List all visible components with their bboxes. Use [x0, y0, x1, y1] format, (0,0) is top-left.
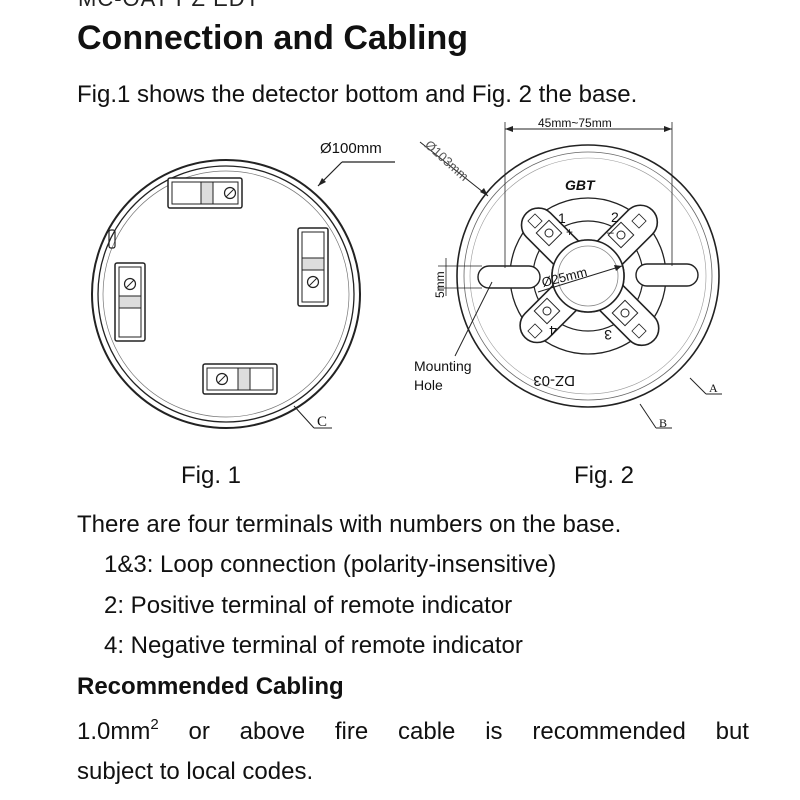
cabling-word: 1.0mm2 — [77, 716, 159, 745]
fig2-mounting-hole-line2: Hole — [414, 377, 443, 393]
cabling-word: but — [715, 718, 749, 745]
cabling-word: or — [188, 718, 210, 745]
terminal-item: 4: Negative terminal of remote indicator — [104, 632, 523, 659]
superscript-2: 2 — [150, 716, 159, 733]
fig2-plus-sign: + — [566, 225, 573, 239]
cabling-word: cable — [398, 718, 456, 745]
cabling-word: recommended — [532, 718, 686, 745]
fig2-outer-diameter-label: Ø103mm — [422, 137, 472, 184]
cabling-line-1: 1.0mm2 or above fire cable is recommende… — [77, 712, 749, 752]
fig2-terminal-2: 2 — [611, 209, 619, 225]
fig2-callout-b: B — [659, 416, 667, 430]
terminal-item: 2: Positive terminal of remote indicator — [104, 592, 513, 619]
fig1-clip-right — [297, 227, 329, 307]
fig2-terminal-4: 4 — [549, 323, 557, 339]
fig2-callout-a: A — [709, 381, 718, 395]
figures-illustration: Ø100mm C — [91, 116, 722, 430]
fig2-caption: Fig. 2 — [574, 462, 635, 489]
fig1-clip-left — [114, 262, 146, 342]
cabling-word: above — [239, 718, 306, 745]
cut-off-header: MC-OAT PZ EDT — [78, 0, 260, 12]
terminal-item: 1&3: Loop connection (polarity-insensiti… — [104, 551, 557, 578]
fig2-width-label: 45mm~75mm — [538, 116, 612, 130]
fig2-slot-label: 5mm — [433, 271, 447, 298]
fig1-caption: Fig. 1 — [181, 462, 242, 489]
cabling-heading: Recommended Cabling — [77, 673, 344, 700]
intro-text: Fig.1 shows the detector bottom and Fig.… — [77, 81, 638, 108]
fig2-model-label: DZ-03 — [533, 372, 575, 389]
fig2-minus-sign: – — [607, 225, 614, 239]
fig2-terminal-1: 1 — [558, 210, 566, 226]
fig2-base — [419, 122, 722, 429]
cabling-word: fire — [334, 718, 369, 745]
fig1-detector-bottom — [91, 159, 395, 429]
page-title: Connection and Cabling — [77, 19, 468, 57]
cabling-word: is — [485, 718, 503, 745]
fig1-clip-top — [167, 177, 243, 209]
fig2-terminal-3: 3 — [604, 327, 612, 343]
fig1-diameter-label: Ø100mm — [320, 140, 382, 157]
fig2-brand-logo: GBT — [565, 177, 596, 193]
terminals-intro: There are four terminals with numbers on… — [77, 511, 622, 538]
fig1-callout-c: C — [317, 414, 327, 430]
fig2-mounting-hole-line1: Mounting — [414, 358, 472, 374]
fig1-clip-bottom — [202, 363, 278, 395]
cabling-line-2: subject to local codes. — [77, 758, 314, 785]
cabling-text: 1.0mm2 or above fire cable is recommende… — [77, 712, 749, 792]
